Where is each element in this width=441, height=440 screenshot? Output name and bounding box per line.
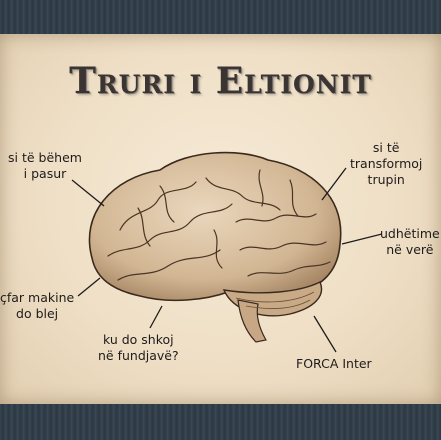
label-top-right: si të transformoj trupin (350, 140, 422, 188)
leader-bottom-center (149, 305, 163, 329)
label-bottom-left: çfar makine do blej (0, 290, 74, 322)
leader-bottom-right (313, 315, 337, 353)
label-bottom-left-line-2: do blej (16, 306, 59, 321)
leader-top-left (71, 179, 105, 207)
leader-right (341, 233, 383, 245)
label-right-line-2: në verë (386, 242, 434, 257)
poster-title: Truri i Eltionit (69, 60, 372, 102)
leader-lines (71, 167, 383, 353)
brain-stem (237, 299, 267, 343)
label-bottom-right-line-1: FORCA Inter (296, 356, 372, 371)
label-bottom-right: FORCA Inter (296, 356, 372, 372)
frame-top-edge (0, 0, 441, 34)
label-bottom-left-line-1: çfar makine (0, 290, 75, 305)
label-right-line-1: udhëtime (380, 226, 440, 241)
label-top-right-line-1: si të (372, 140, 400, 155)
brain-folds (107, 169, 331, 281)
label-right: udhëtime në verë (380, 226, 440, 258)
label-top-left-line-1: si të bëhem (8, 150, 82, 165)
label-bottom-center-line-2: në fundjavë? (98, 348, 179, 363)
label-top-right-line-3: trupin (367, 172, 405, 187)
label-bottom-center: ku do shkoj në fundjavë? (98, 332, 179, 364)
cerebellum-lines (235, 291, 315, 309)
leader-top-right (321, 167, 347, 201)
label-top-left: si të bëhem i pasur (8, 150, 82, 182)
label-top-right-line-2: transformoj (350, 156, 423, 171)
leader-bottom-left (77, 277, 101, 297)
label-top-left-line-2: i pasur (23, 166, 67, 181)
brain-cerebrum (88, 151, 342, 302)
frame-bottom-edge (0, 404, 441, 440)
label-bottom-center-line-1: ku do shkoj (102, 332, 174, 347)
